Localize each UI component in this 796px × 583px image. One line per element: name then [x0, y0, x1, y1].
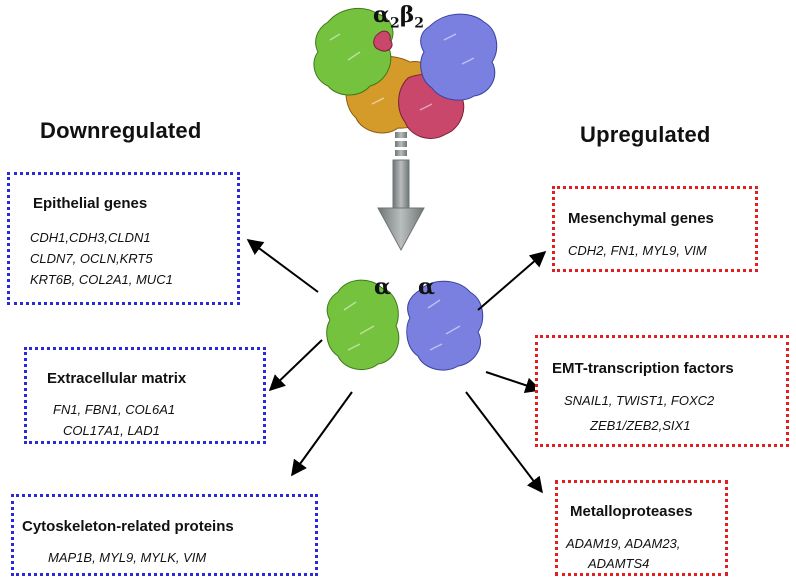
- alpha-subunit-green-top: [313, 7, 394, 96]
- mesenchymal-genes-box: Mesenchymal genes CDH2, FN1, MYL9, VIM: [552, 186, 758, 272]
- arrow-to-cytoskeleton: [291, 391, 353, 477]
- emt-genes-line: ZEB1/ZEB2,SIX1: [590, 418, 691, 433]
- downregulated-heading: Downregulated: [40, 118, 202, 143]
- emt-factors-title: EMT-transcription factors: [552, 360, 734, 377]
- epithelial-genes-line: CLDN7, OCLN,KRT5: [30, 251, 153, 266]
- cytoskeleton-genes-line: MAP1B, MYL9, MYLK, VIM: [48, 550, 207, 565]
- extracellular-matrix-box: Extracellular matrix FN1, FBN1, COL6A1 C…: [24, 347, 266, 444]
- monomer-label-right: α: [418, 274, 435, 300]
- connector-arrows: [246, 239, 547, 494]
- epithelial-genes-box: Epithelial genes CDH1,CDH3,CLDN1 CLDN7, …: [7, 172, 240, 305]
- cytoskeleton-title: Cytoskeleton-related proteins: [22, 518, 234, 535]
- tetramer-structure: [313, 7, 498, 139]
- mesenchymal-genes-title: Mesenchymal genes: [568, 210, 714, 227]
- alpha-monomer-green: [326, 279, 400, 371]
- upregulated-heading: Upregulated: [580, 122, 711, 147]
- arrow-to-epithelial: [246, 239, 319, 293]
- metalloproteases-title: Metalloproteases: [570, 503, 693, 520]
- epithelial-genes-title: Epithelial genes: [33, 195, 148, 212]
- epithelial-genes-line: CDH1,CDH3,CLDN1: [30, 230, 151, 245]
- metalloproteases-box: Metalloproteases ADAM19, ADAM23, ADAMTS4: [555, 480, 728, 576]
- arrow-to-emt: [485, 371, 542, 394]
- monomer-label-left: α: [374, 274, 391, 300]
- arrow-to-mesenchymal: [477, 250, 547, 311]
- ecm-genes-line: COL17A1, LAD1: [63, 423, 160, 438]
- cytoskeleton-box: Cytoskeleton-related proteins MAP1B, MYL…: [11, 494, 318, 576]
- epithelial-genes-line: KRT6B, COL2A1, MUC1: [30, 272, 173, 287]
- ecm-genes-line: FN1, FBN1, COL6A1: [53, 402, 176, 417]
- alpha-monomer-blue: [406, 280, 484, 371]
- mesenchymal-genes-line: CDH2, FN1, MYL9, VIM: [568, 243, 707, 258]
- tetramer-label: α2β2: [373, 2, 425, 32]
- dissociation-arrow: [377, 132, 425, 252]
- emt-genes-line: SNAIL1, TWIST1, FOXC2: [564, 393, 715, 408]
- arrow-to-ecm: [268, 339, 323, 392]
- metalloproteases-line: ADAM19, ADAM23,: [566, 536, 681, 551]
- emt-factors-box: EMT-transcription factors SNAIL1, TWIST1…: [535, 335, 789, 447]
- alpha-subunit-blue-top: [420, 13, 498, 101]
- arrow-to-metallo: [465, 391, 543, 494]
- extracellular-matrix-title: Extracellular matrix: [47, 370, 187, 387]
- metalloproteases-line: ADAMTS4: [588, 556, 650, 571]
